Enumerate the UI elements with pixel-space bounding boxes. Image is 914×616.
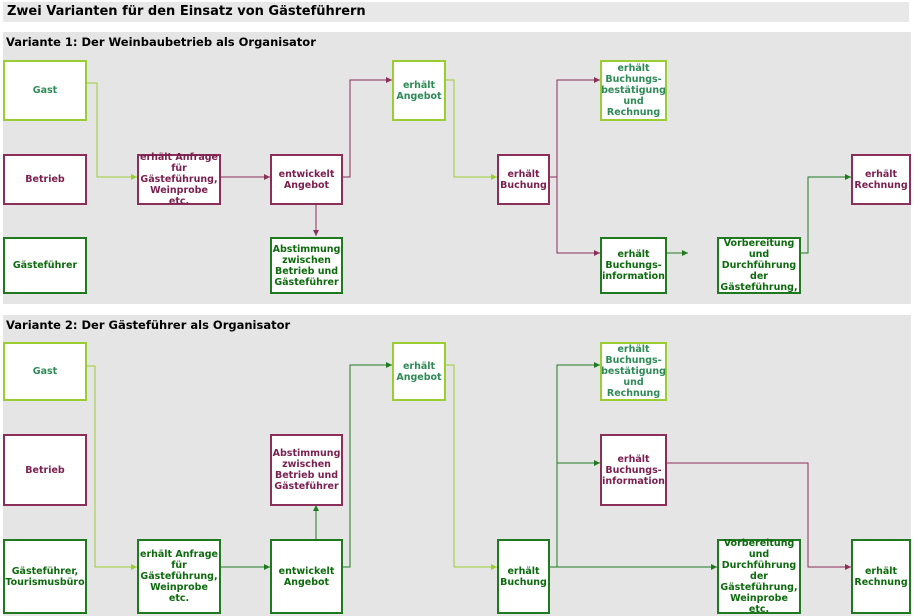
v2-box-entwickelt: entwickelt Angebot bbox=[270, 539, 343, 614]
v1-box-angebot: erhält Angebot bbox=[392, 60, 446, 121]
v2-arrow-information-to-rechnung bbox=[666, 462, 851, 570]
v1-box-buchung: erhält Buchung bbox=[497, 154, 550, 205]
v2-box-gaestefuehrer: Gästeführer, Tourismusbüro bbox=[3, 539, 87, 614]
v2-box-anfrage: erhält Anfrage für Gästeführung, Weinpro… bbox=[137, 539, 221, 614]
v2-arrow-entwickelt-to-angebot bbox=[342, 362, 392, 568]
v1-box-gaestefuehrer: Gästeführer bbox=[3, 237, 87, 294]
v2-arrow-gast-to-anfrage bbox=[86, 365, 137, 570]
v2-box-buchung: erhält Buchung bbox=[497, 539, 550, 614]
v1-box-entwickelt: entwickelt Angebot bbox=[270, 154, 343, 205]
v1-box-bestaetigung: erhält Buchungs- bestätigung und Rechnun… bbox=[600, 60, 667, 121]
v2-box-angebot: erhält Angebot bbox=[392, 342, 446, 401]
v2-box-information: erhält Buchungs- information bbox=[600, 434, 667, 506]
v1-box-rechnung: erhält Rechnung bbox=[851, 154, 911, 205]
v1-box-gast: Gast bbox=[3, 60, 87, 121]
v2-box-vorbereitung: Vorbereitung und Durchführung der Gästef… bbox=[717, 538, 801, 615]
v1-arrow-buchung-to-information bbox=[549, 176, 600, 256]
v1-box-vorbereitung: Vorbereitung und Durchführung der Gästef… bbox=[717, 237, 801, 294]
v1-arrow-gast-to-anfrage bbox=[86, 82, 137, 180]
v1-arrow-angebot-to-buchung bbox=[445, 79, 497, 180]
v2-arrow-buchung-to-bestaetigung bbox=[549, 362, 600, 568]
v2-box-rechnung: erhält Rechnung bbox=[851, 539, 911, 614]
v1-arrow-vorbereitung-to-rechnung bbox=[800, 174, 851, 254]
v2-box-gast: Gast bbox=[3, 342, 87, 401]
v2-arrow-angebot-to-buchung bbox=[445, 364, 497, 570]
v1-box-abstimmung: Abstimmung zwischen Betrieb und Gästefüh… bbox=[270, 237, 343, 294]
v1-box-anfrage: erhält Anfrage für Gästeführung, Weinpro… bbox=[137, 152, 221, 207]
v1-arrow-buchung-to-bestaetigung bbox=[549, 77, 600, 178]
page-title: Zwei Varianten für den Einsatz von Gäste… bbox=[3, 2, 909, 22]
variant-1-heading: Variante 1: Der Weinbaubetrieb als Organ… bbox=[6, 35, 316, 49]
variant-2-heading: Variante 2: Der Gästeführer als Organisa… bbox=[6, 318, 291, 332]
v1-arrow-entwickelt-to-angebot bbox=[342, 77, 392, 178]
v1-box-betrieb: Betrieb bbox=[3, 154, 87, 205]
v1-box-information: erhält Buchungs- information bbox=[600, 237, 667, 294]
v2-box-abstimmung: Abstimmung zwischen Betrieb und Gästefüh… bbox=[270, 434, 343, 506]
v2-box-bestaetigung: erhält Buchungs- bestätigung und Rechnun… bbox=[600, 342, 667, 401]
v2-box-betrieb: Betrieb bbox=[3, 434, 87, 506]
